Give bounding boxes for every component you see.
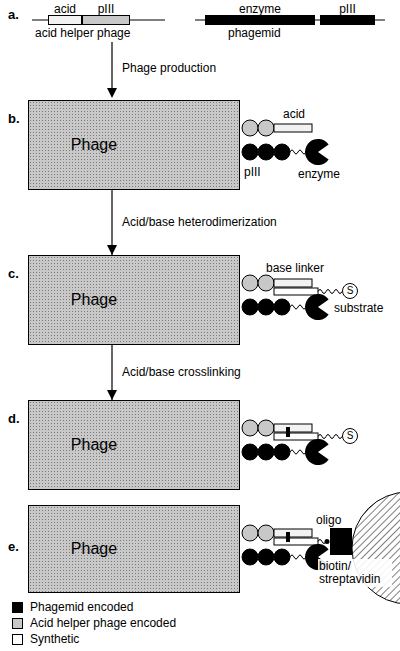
- process-arrow: [111, 345, 112, 400]
- circle-outline: [343, 429, 358, 444]
- acid-peptide: [274, 124, 312, 132]
- biotin-dot: [325, 539, 330, 544]
- legend-swatch: [12, 618, 23, 629]
- step-label: Acid/base crosslinking: [122, 366, 241, 379]
- pIII-domain: [258, 120, 274, 136]
- node-text: S: [347, 286, 354, 296]
- peptide-linker: [290, 305, 306, 309]
- pIII-domain: [258, 144, 274, 160]
- gene-box: enzyme: [205, 15, 315, 25]
- node-text: Phage: [71, 291, 117, 309]
- base-peptide: [274, 288, 318, 295]
- panel-letter: b.: [8, 112, 20, 125]
- pIII-domain: [258, 444, 274, 460]
- node-text: Phage: [71, 136, 117, 154]
- pIII-domain: [258, 299, 274, 315]
- acid-peptide: [274, 529, 312, 537]
- legend-text: Synthetic: [30, 632, 79, 646]
- substrate-linker: [318, 290, 342, 294]
- circle-outline: [343, 284, 358, 299]
- legend-swatch: [12, 602, 23, 613]
- legend-row: Synthetic: [12, 632, 79, 646]
- peptide-linker: [290, 450, 306, 454]
- phage-particle: Phage: [28, 100, 240, 190]
- process-arrow: [111, 42, 112, 90]
- part-label: pIII: [244, 166, 261, 179]
- node-text: S: [347, 431, 354, 441]
- pIII-domain: [242, 420, 258, 436]
- legend-row: Phagemid encoded: [12, 600, 133, 614]
- node-text: pIII: [98, 3, 115, 16]
- part-label: substrate: [334, 302, 383, 315]
- phage-particle: Phage: [28, 400, 240, 490]
- node-text: pIII: [339, 3, 356, 16]
- pIII-domain: [242, 525, 258, 541]
- legend-text: Phagemid encoded: [30, 600, 133, 614]
- substrate-circle: S: [342, 283, 358, 299]
- substrate-circle: S: [342, 428, 358, 444]
- panel-letter: c.: [8, 267, 19, 280]
- pIII-domain: [242, 144, 258, 160]
- legend-text: Acid helper phage encoded: [30, 616, 176, 630]
- panel-letter: e.: [8, 540, 19, 553]
- process-arrow: [111, 190, 112, 255]
- crosslink-bond: [286, 427, 290, 437]
- gene-box: pIII: [320, 15, 375, 25]
- base-peptide: [274, 433, 318, 440]
- peptide-linker: [290, 555, 306, 559]
- arrow-head: [107, 88, 117, 98]
- pIII-domain: [242, 549, 258, 565]
- phage-particle: Phage: [28, 505, 240, 593]
- node-text: enzyme: [239, 3, 281, 16]
- pIII-domain: [274, 299, 290, 315]
- pIII-domain: [274, 144, 290, 160]
- part-label: biotin/ streptavidin: [318, 559, 392, 587]
- panel-letter: d.: [8, 412, 20, 425]
- acid-peptide: [274, 279, 312, 287]
- gene-box: acid: [48, 15, 82, 25]
- substrate-linker: [318, 435, 342, 439]
- pIII-domain: [274, 549, 290, 565]
- streptavidin-bead: [352, 492, 400, 604]
- pIII-domain: [242, 444, 258, 460]
- pIII-domain: [242, 275, 258, 291]
- node-text: Phage: [71, 540, 117, 558]
- pIII-domain: [258, 275, 274, 291]
- pIII-domain: [242, 120, 258, 136]
- phage-particle: Phage: [28, 255, 240, 345]
- step-label: Phage production: [122, 62, 216, 75]
- construct-name: acid helper phage: [35, 27, 130, 40]
- part-label: acid: [283, 108, 305, 121]
- gene-box: pIII: [82, 15, 130, 25]
- legend-swatch: [12, 634, 23, 645]
- node-text: acid: [54, 3, 76, 16]
- crosslink-bond: [286, 532, 290, 542]
- legend-row: Acid helper phage encoded: [12, 616, 176, 630]
- step-label: Acid/base heterodimerization: [122, 216, 277, 229]
- pIII-domain: [258, 420, 274, 436]
- part-label: base linker: [266, 262, 324, 275]
- pIII-domain: [258, 549, 274, 565]
- node-text: Phage: [71, 436, 117, 454]
- pIII-domain: [274, 444, 290, 460]
- base-peptide: [274, 538, 318, 545]
- enzyme-shape: [305, 294, 329, 320]
- acid-peptide: [274, 424, 312, 432]
- construct-name: phagemid: [228, 27, 281, 40]
- part-label: oligo: [316, 514, 341, 527]
- streptavidin-block: [330, 528, 352, 555]
- enzyme-shape: [305, 139, 329, 165]
- enzyme-shape: [305, 439, 329, 465]
- pIII-domain: [258, 525, 274, 541]
- panel-letter: a.: [8, 8, 19, 21]
- pIII-domain: [242, 299, 258, 315]
- part-label: enzyme: [298, 168, 340, 181]
- peptide-linker: [290, 150, 306, 154]
